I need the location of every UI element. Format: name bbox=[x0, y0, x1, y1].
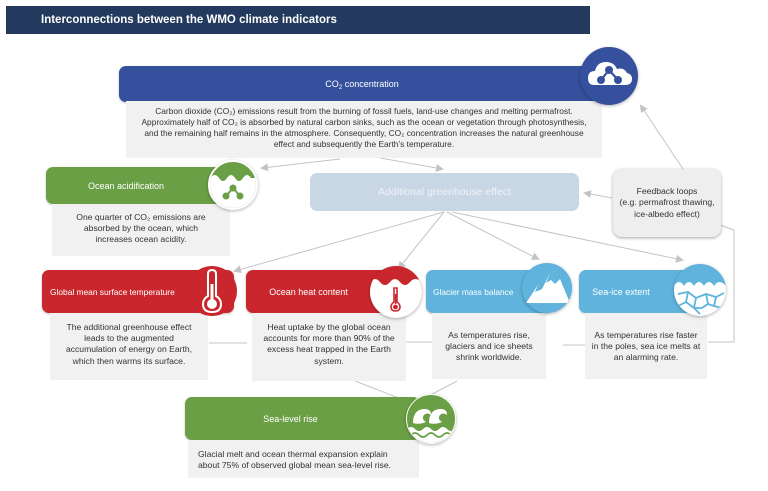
feedback-loops-example: (e.g. permafrost thawing, bbox=[619, 197, 715, 208]
diagram-title: Interconnections between the WMO climate… bbox=[41, 14, 337, 26]
sea-ice-extent-description: As temperatures rise faster in the poles… bbox=[585, 313, 707, 379]
thermometer-icon bbox=[187, 266, 237, 316]
ocean-acidification-header[interactable]: Ocean acidification bbox=[46, 167, 236, 204]
cloud-network-icon bbox=[580, 47, 638, 105]
ocean-heat-content-description: Heat uptake by the global ocean accounts… bbox=[252, 313, 406, 381]
feedback-loops-example-2: ice-albedo effect) bbox=[634, 208, 700, 219]
ocean-thermometer-icon bbox=[370, 266, 422, 318]
additional-greenhouse-effect-box[interactable]: Additional greenhouse effect bbox=[310, 173, 579, 211]
sea-level-rise-header[interactable]: Sea-level rise bbox=[185, 397, 420, 440]
ocean-molecule-icon bbox=[208, 160, 258, 210]
feedback-loops-box[interactable]: Feedback loops (e.g. permafrost thawing,… bbox=[613, 169, 721, 237]
co2-description: Carbon dioxide (CO₂) emissions result fr… bbox=[126, 101, 602, 158]
sea-level-rise-description: Glacial melt and ocean thermal expansion… bbox=[188, 440, 419, 478]
connector-ghg-to-ohc bbox=[397, 211, 445, 270]
waves-icon bbox=[406, 394, 456, 444]
connector-co2-to-acidification bbox=[260, 158, 341, 172]
sea-ice-icon bbox=[674, 264, 726, 316]
connector-co2-to-ghg bbox=[379, 157, 444, 172]
ocean-acidification-description: One quarter of CO₂ emissions are absorbe… bbox=[52, 204, 230, 256]
mountain-icon bbox=[522, 263, 572, 313]
connector-feedback-to-ghg bbox=[583, 190, 613, 199]
glacier-mass-balance-description: As temperatures rise, glaciers and ice s… bbox=[432, 313, 546, 379]
title-bar: Interconnections between the WMO climate… bbox=[6, 6, 590, 34]
feedback-loops-title: Feedback loops bbox=[636, 185, 698, 196]
connector-feedback-to-co2 bbox=[639, 104, 684, 170]
gmst-description: The additional greenhouse effect leads t… bbox=[50, 313, 208, 380]
connector-ghg-to-glacier bbox=[446, 211, 540, 260]
co2-concentration-header[interactable]: CO2 concentration bbox=[119, 66, 605, 102]
co2-title: CO2 concentration bbox=[325, 79, 399, 91]
connector-ghg-to-gmst bbox=[233, 211, 445, 274]
